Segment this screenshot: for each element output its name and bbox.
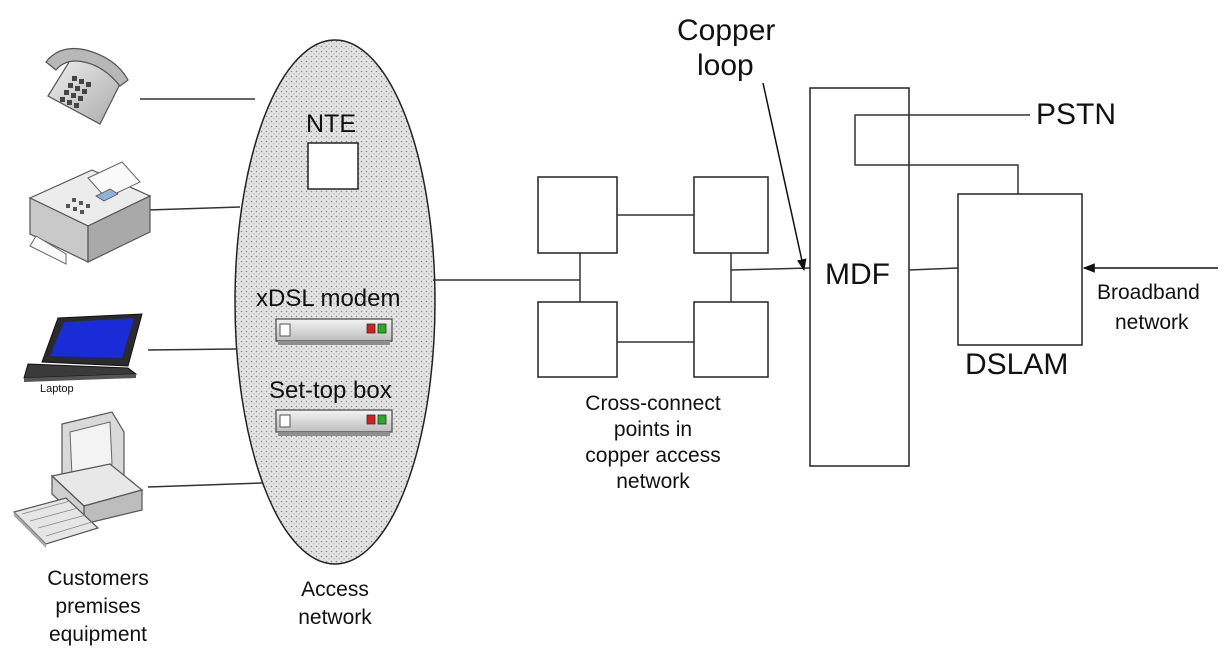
cross-connect-label-line3: copper access	[585, 444, 721, 467]
telephone-icon	[45, 47, 129, 125]
broadband-label-line2: network	[1115, 311, 1189, 334]
nte-label: NTE	[306, 110, 356, 138]
customers-label-line1: Customers	[47, 567, 149, 590]
copper-loop-arrow	[762, 82, 807, 272]
desktop-computer-icon	[12, 411, 144, 548]
cross-connect-boxes	[537, 176, 769, 378]
modem-device-icon	[275, 318, 393, 345]
set-top-box-label: Set-top box	[269, 377, 392, 404]
laptop-icon	[23, 313, 143, 382]
xdsl-modem-label: xDSL modem	[256, 285, 401, 312]
dslam-box	[957, 193, 1083, 346]
mdf-box	[809, 87, 910, 467]
customers-label-line3: equipment	[48, 623, 148, 646]
cpe-connection-lines	[140, 98, 263, 488]
cross-connect-label-line4: network	[616, 470, 690, 493]
laptop-label: Laptop	[40, 383, 74, 395]
cross-connect-box	[693, 176, 769, 254]
cross-connect-box	[693, 301, 769, 378]
cross-connect-box	[537, 301, 618, 378]
copper-loop-label-line1: Copper	[677, 14, 776, 47]
dslam-label: DSLAM	[965, 348, 1069, 381]
broadband-label-line1: Broadband	[1097, 281, 1200, 304]
set-top-box-device-icon	[275, 409, 393, 436]
customers-premises-label: Customers premises equipment	[18, 565, 178, 649]
pstn-label: PSTN	[1036, 98, 1117, 131]
cross-connect-label-line2: points in	[613, 418, 693, 441]
pstn-link	[854, 114, 1030, 194]
nte-box	[307, 142, 359, 190]
access-label-line1: Access	[301, 578, 369, 601]
customers-label-line2: premises	[55, 595, 141, 618]
cross-connect-links	[579, 214, 811, 343]
copper-loop-label-line2: loop	[697, 49, 754, 82]
fax-machine-icon	[28, 161, 152, 265]
cross-connect-box	[537, 176, 618, 254]
access-label-line2: network	[298, 606, 372, 629]
cross-connect-label: Cross-connect points in copper access ne…	[548, 391, 758, 495]
access-network-label: Access network	[265, 576, 405, 632]
mdf-label: MDF	[825, 258, 890, 291]
cross-connect-label-line1: Cross-connect	[585, 392, 721, 415]
